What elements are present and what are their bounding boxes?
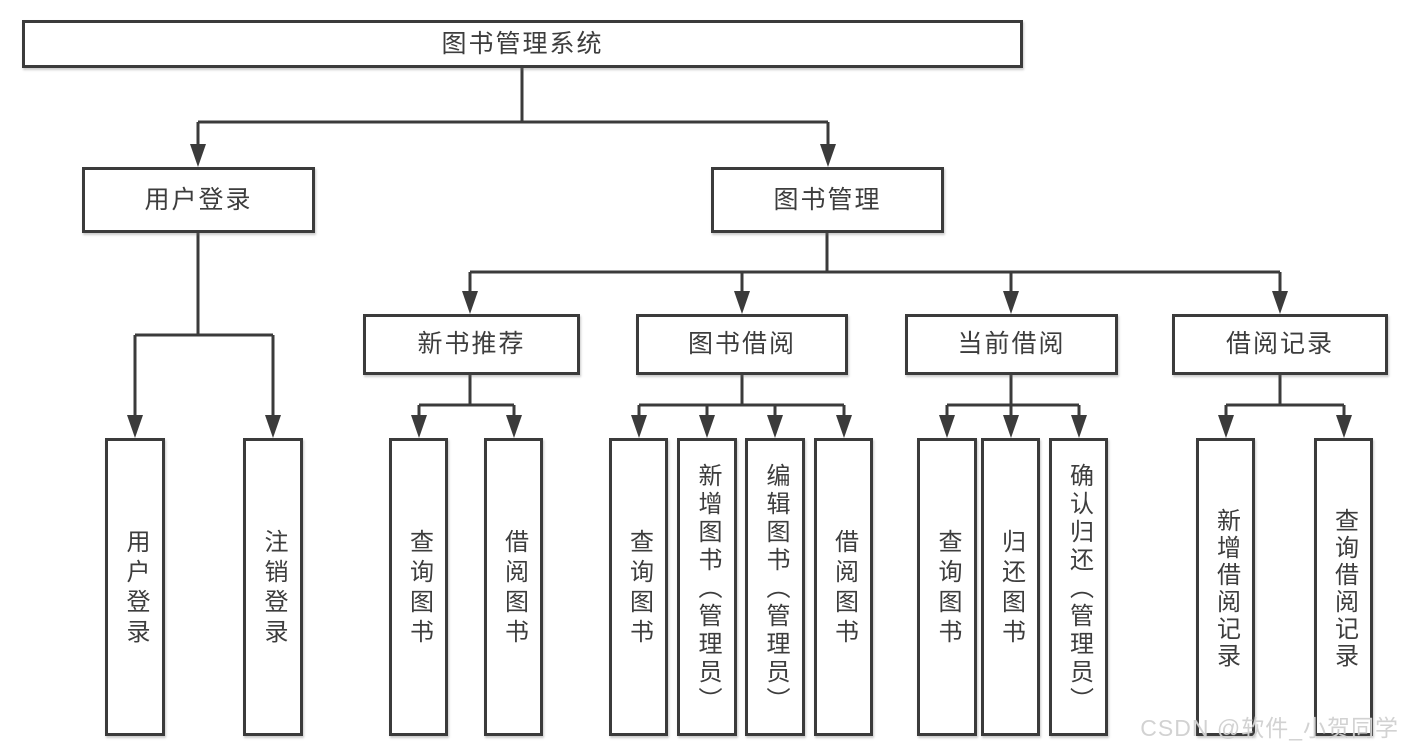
leaf-edit-books-admin: 编辑图书（管理员） xyxy=(745,438,805,736)
leaf-query-borrow-record: 查询借阅记录 xyxy=(1314,438,1373,736)
arrowhead xyxy=(265,415,281,438)
leaf-borrow-books: 借阅图书 xyxy=(814,438,873,736)
connector-book-borrow-children xyxy=(631,375,852,438)
arrowhead xyxy=(1003,291,1019,314)
connector-current-borrow-children xyxy=(939,375,1087,438)
node-new-book-recommend: 新书推荐 xyxy=(363,314,580,375)
leaf-logout: 注销登录 xyxy=(243,438,303,736)
csdn-watermark: CSDN @软件_小贺同学 xyxy=(1140,715,1399,741)
arrowhead xyxy=(127,415,143,438)
arrowhead xyxy=(506,415,522,438)
arrowhead xyxy=(1218,415,1234,438)
leaf-query-books: 查询图书 xyxy=(917,438,977,736)
arrowhead xyxy=(734,291,750,314)
arrowhead xyxy=(836,415,852,438)
node-user-login: 用户登录 xyxy=(82,167,315,233)
leaf-user-login: 用户登录 xyxy=(105,438,165,736)
connector-user-login-children xyxy=(127,233,281,438)
arrowhead xyxy=(462,291,478,314)
arrowhead xyxy=(1336,415,1352,438)
connector-book-management-children xyxy=(462,233,1288,314)
leaf-add-borrow-record: 新增借阅记录 xyxy=(1196,438,1255,736)
arrowhead xyxy=(699,415,715,438)
leaf-confirm-return-admin: 确认归还（管理员） xyxy=(1049,438,1108,736)
node-borrow-record: 借阅记录 xyxy=(1172,314,1388,375)
leaf-borrow-books: 借阅图书 xyxy=(484,438,543,736)
node-library-system: 图书管理系统 xyxy=(22,20,1023,68)
leaf-query-books: 查询图书 xyxy=(609,438,668,736)
arrowhead xyxy=(1071,415,1087,438)
connector-root-to-level2 xyxy=(190,68,836,167)
arrowhead xyxy=(767,415,783,438)
node-current-borrow: 当前借阅 xyxy=(905,314,1118,375)
leaf-return-books: 归还图书 xyxy=(981,438,1040,736)
connector-borrow-record-children xyxy=(1218,375,1352,438)
node-book-borrow: 图书借阅 xyxy=(636,314,848,375)
connector-new-book-children xyxy=(411,375,522,438)
arrowhead xyxy=(411,415,427,438)
arrowhead xyxy=(820,144,836,167)
node-book-management: 图书管理 xyxy=(711,167,944,233)
leaf-add-books-admin: 新增图书（管理员） xyxy=(677,438,737,736)
arrowhead xyxy=(190,144,206,167)
arrowhead xyxy=(939,415,955,438)
arrowhead xyxy=(1272,291,1288,314)
arrowhead xyxy=(1003,415,1019,438)
arrowhead xyxy=(631,415,647,438)
leaf-query-books: 查询图书 xyxy=(389,438,448,736)
